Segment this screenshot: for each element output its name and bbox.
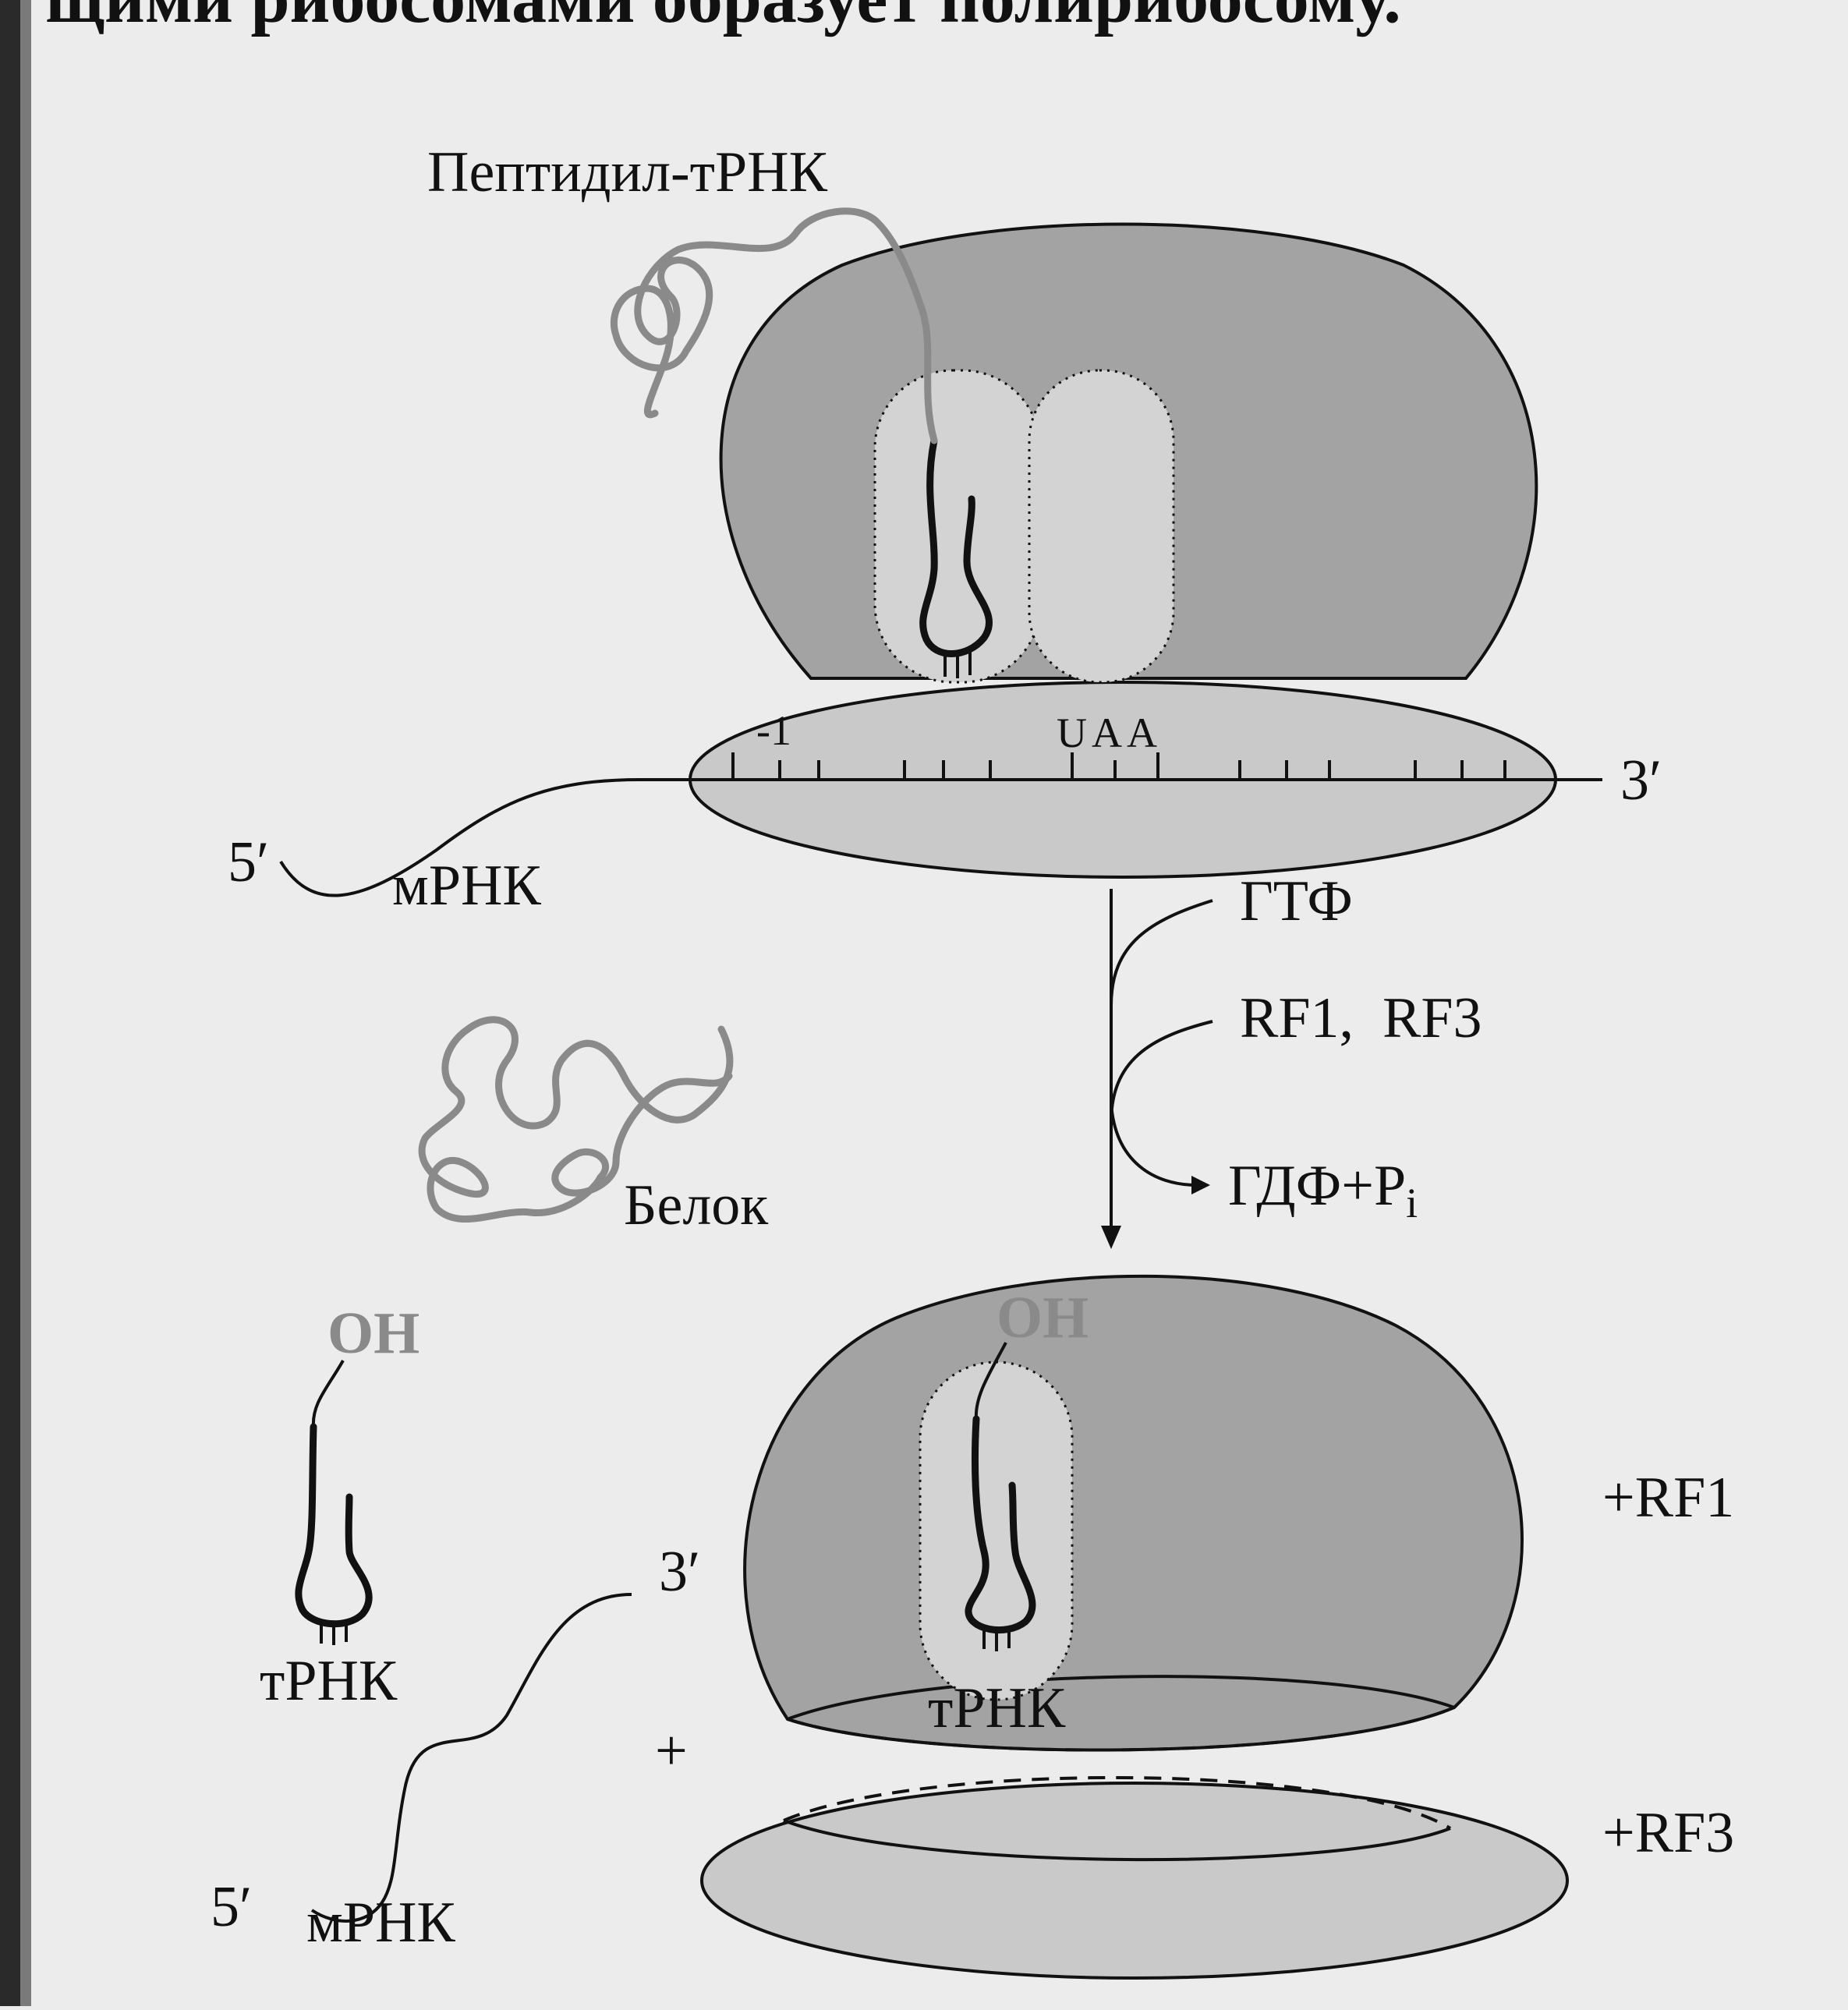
large-subunit-interface-dashed <box>787 1706 1455 1752</box>
free-trna-acceptor-line <box>311 1360 345 1428</box>
bound-trna-anticodon <box>982 1628 1011 1651</box>
mrna-strand-top <box>279 778 1602 897</box>
stop-codon-label: UAA <box>1057 710 1162 756</box>
gdp-output-arrowhead <box>1191 1176 1210 1194</box>
trna-top <box>919 437 993 657</box>
free-trna: OH тРНК <box>260 1300 420 1713</box>
gdp-pi-subscript: i <box>1406 1180 1418 1226</box>
codon-ticks-long <box>731 752 1159 780</box>
gdp-pi-main: ГДФ+P <box>1228 1154 1406 1218</box>
bound-trna-label: тРНК <box>928 1676 1066 1740</box>
small-subunit-bottom <box>700 1782 1569 1980</box>
free-trna-body <box>295 1423 373 1628</box>
small-subunit-bottom-group: +RF3 <box>700 1776 1734 1980</box>
ribosome-top: Пептидил-тРНК -1 UAA 3′ 5′ мРНК <box>228 140 1662 918</box>
rf-input-curve <box>1110 1020 1213 1124</box>
peptidyl-trna-label: Пептидил-тРНК <box>427 140 828 204</box>
bound-trna-acceptor-line <box>974 1342 1007 1420</box>
small-plus-rf3-label: +RF3 <box>1602 1801 1734 1865</box>
gdp-pi-label: ГДФ+Pi <box>1228 1154 1418 1226</box>
reaction-arrow: ГТФ RF1, RF3 ГДФ+Pi <box>1101 869 1482 1249</box>
binding-shadow-fade <box>20 0 31 2006</box>
mrna-5prime-top: 5′ <box>228 830 269 894</box>
released-mrna: 3′ 5′ мРНК + <box>211 1540 700 1955</box>
rf1-rf3-label: RF1, RF3 <box>1240 986 1482 1050</box>
mrna-3prime-top: 3′ <box>1620 748 1662 812</box>
anticodon-top <box>943 652 972 678</box>
large-subunit-bottom <box>743 1274 1524 1752</box>
gtp-input-curve <box>1110 899 1213 1007</box>
gtp-label: ГТФ <box>1240 869 1353 933</box>
nascent-peptide <box>610 207 938 444</box>
gdp-output-curve <box>1110 1102 1198 1187</box>
heading-fragment: щими рибосомами образует полирибосому. <box>45 0 1401 37</box>
mrna-label-top: мРНК <box>392 854 541 918</box>
released-protein: Белок <box>418 1016 769 1237</box>
plus-sign: + <box>655 1719 688 1783</box>
codon-minus1-label: -1 <box>756 707 791 754</box>
released-mrna-strand <box>310 1593 632 1923</box>
free-trna-anticodon <box>320 1622 348 1645</box>
protein-label: Белок <box>624 1173 769 1237</box>
released-mrna-5prime: 5′ <box>211 1875 252 1939</box>
protein-chain <box>418 1016 734 1223</box>
released-mrna-label: мРНК <box>306 1891 455 1955</box>
small-subunit-interface-edge <box>783 1819 1451 1862</box>
p-site <box>873 369 1042 684</box>
large-subunit-bottom-group: OH тРНК +RF1 <box>743 1274 1734 1752</box>
bound-trna-oh: OH <box>997 1285 1089 1350</box>
small-subunit-interface-dashed <box>783 1776 1452 1830</box>
free-trna-oh: OH <box>327 1300 420 1366</box>
reaction-arrowhead <box>1101 1226 1121 1249</box>
bound-trna-body <box>965 1415 1036 1634</box>
large-plus-rf1-label: +RF1 <box>1602 1466 1734 1530</box>
large-subunit-interface-edge <box>787 1675 1455 1721</box>
free-trna-label: тРНК <box>260 1649 398 1713</box>
released-mrna-3prime: 3′ <box>659 1540 700 1604</box>
binding-shadow <box>0 0 20 2006</box>
a-site <box>1028 369 1175 684</box>
